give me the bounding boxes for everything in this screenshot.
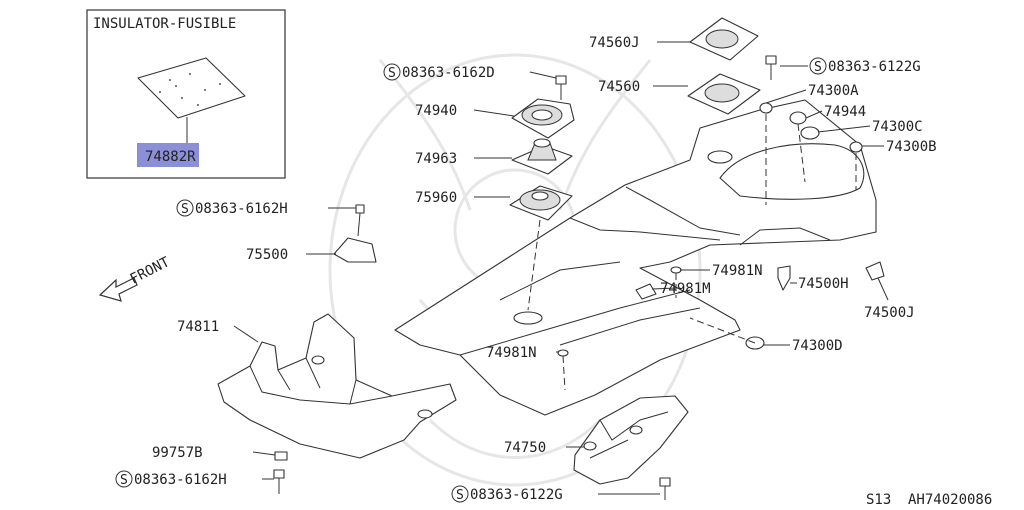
circled-s-icon: S bbox=[115, 470, 133, 488]
label-74300B: 74300B bbox=[886, 139, 937, 155]
inset-part-number: 74882R bbox=[145, 149, 196, 165]
part-labels: 74560J 74560 08363-6162D 08363-6122G 749… bbox=[134, 35, 937, 503]
circled-s-icon: S bbox=[176, 199, 194, 217]
svg-text:S: S bbox=[388, 66, 396, 81]
label-74560: 74560 bbox=[598, 79, 640, 95]
insulator-pad bbox=[137, 57, 246, 119]
floor-panel bbox=[394, 99, 877, 416]
label-75500: 75500 bbox=[246, 247, 288, 263]
label-74750: 74750 bbox=[504, 440, 546, 456]
label-75960: 75960 bbox=[415, 190, 457, 206]
label-74811: 74811 bbox=[177, 319, 219, 335]
boot-75960 bbox=[509, 185, 573, 221]
label-74300C: 74300C bbox=[872, 119, 923, 135]
label-74560J: 74560J bbox=[589, 35, 640, 51]
label-74981N-a: 74981N bbox=[712, 263, 763, 279]
part-highlight bbox=[137, 143, 199, 167]
front-label: FRONT bbox=[128, 254, 173, 288]
inset-box: INSULATOR-FUSIBLE 74882R bbox=[86, 9, 286, 179]
label-74500J: 74500J bbox=[864, 305, 915, 321]
footer-code: AH74020086 bbox=[908, 492, 992, 508]
front-arrow-icon bbox=[98, 277, 138, 302]
label-08363-6122G-bottom: 08363-6122G bbox=[470, 487, 563, 503]
label-74963: 74963 bbox=[415, 151, 457, 167]
fasteners-mid bbox=[557, 261, 885, 391]
plate-74560J bbox=[689, 17, 759, 61]
label-74500H: 74500H bbox=[798, 276, 849, 292]
leader-lines bbox=[233, 41, 889, 495]
plate-74560 bbox=[687, 73, 761, 115]
boot-74940 bbox=[511, 98, 575, 139]
label-08363-6162D: 08363-6162D bbox=[402, 65, 495, 81]
svg-text:S: S bbox=[120, 473, 128, 488]
label-99757B: 99757B bbox=[152, 445, 203, 461]
svg-text:S: S bbox=[181, 202, 189, 217]
insulator-dots bbox=[159, 73, 221, 106]
label-74940: 74940 bbox=[415, 103, 457, 119]
label-08363-6162H-top: 08363-6162H bbox=[195, 201, 288, 217]
label-08363-6162H-bottom: 08363-6162H bbox=[134, 472, 227, 488]
bolt-6162D bbox=[555, 75, 567, 100]
inset-title: INSULATOR-FUSIBLE bbox=[93, 16, 236, 32]
svg-text:S: S bbox=[456, 488, 464, 503]
circled-s-icon: S bbox=[383, 63, 401, 81]
circled-s-icon: S bbox=[451, 485, 469, 503]
heat-shield-74750 bbox=[573, 395, 689, 500]
svg-text:S: S bbox=[814, 60, 822, 75]
label-74300D: 74300D bbox=[792, 338, 843, 354]
circled-s-icons: S S S S S bbox=[115, 57, 827, 503]
boot-74963 bbox=[511, 138, 573, 175]
footer: S13 AH74020086 bbox=[866, 492, 992, 508]
label-74981M: 74981M bbox=[660, 281, 711, 297]
circled-s-icon: S bbox=[809, 57, 827, 75]
label-74944: 74944 bbox=[824, 104, 866, 120]
label-74300A: 74300A bbox=[808, 83, 859, 99]
under-cover-74811 bbox=[217, 313, 457, 494]
footer-model: S13 bbox=[866, 492, 891, 508]
bolt-6122G-top bbox=[765, 55, 777, 80]
bracket-75500 bbox=[333, 204, 377, 263]
label-08363-6122G-top: 08363-6122G bbox=[828, 59, 921, 75]
label-74981N-b: 74981N bbox=[486, 345, 537, 361]
